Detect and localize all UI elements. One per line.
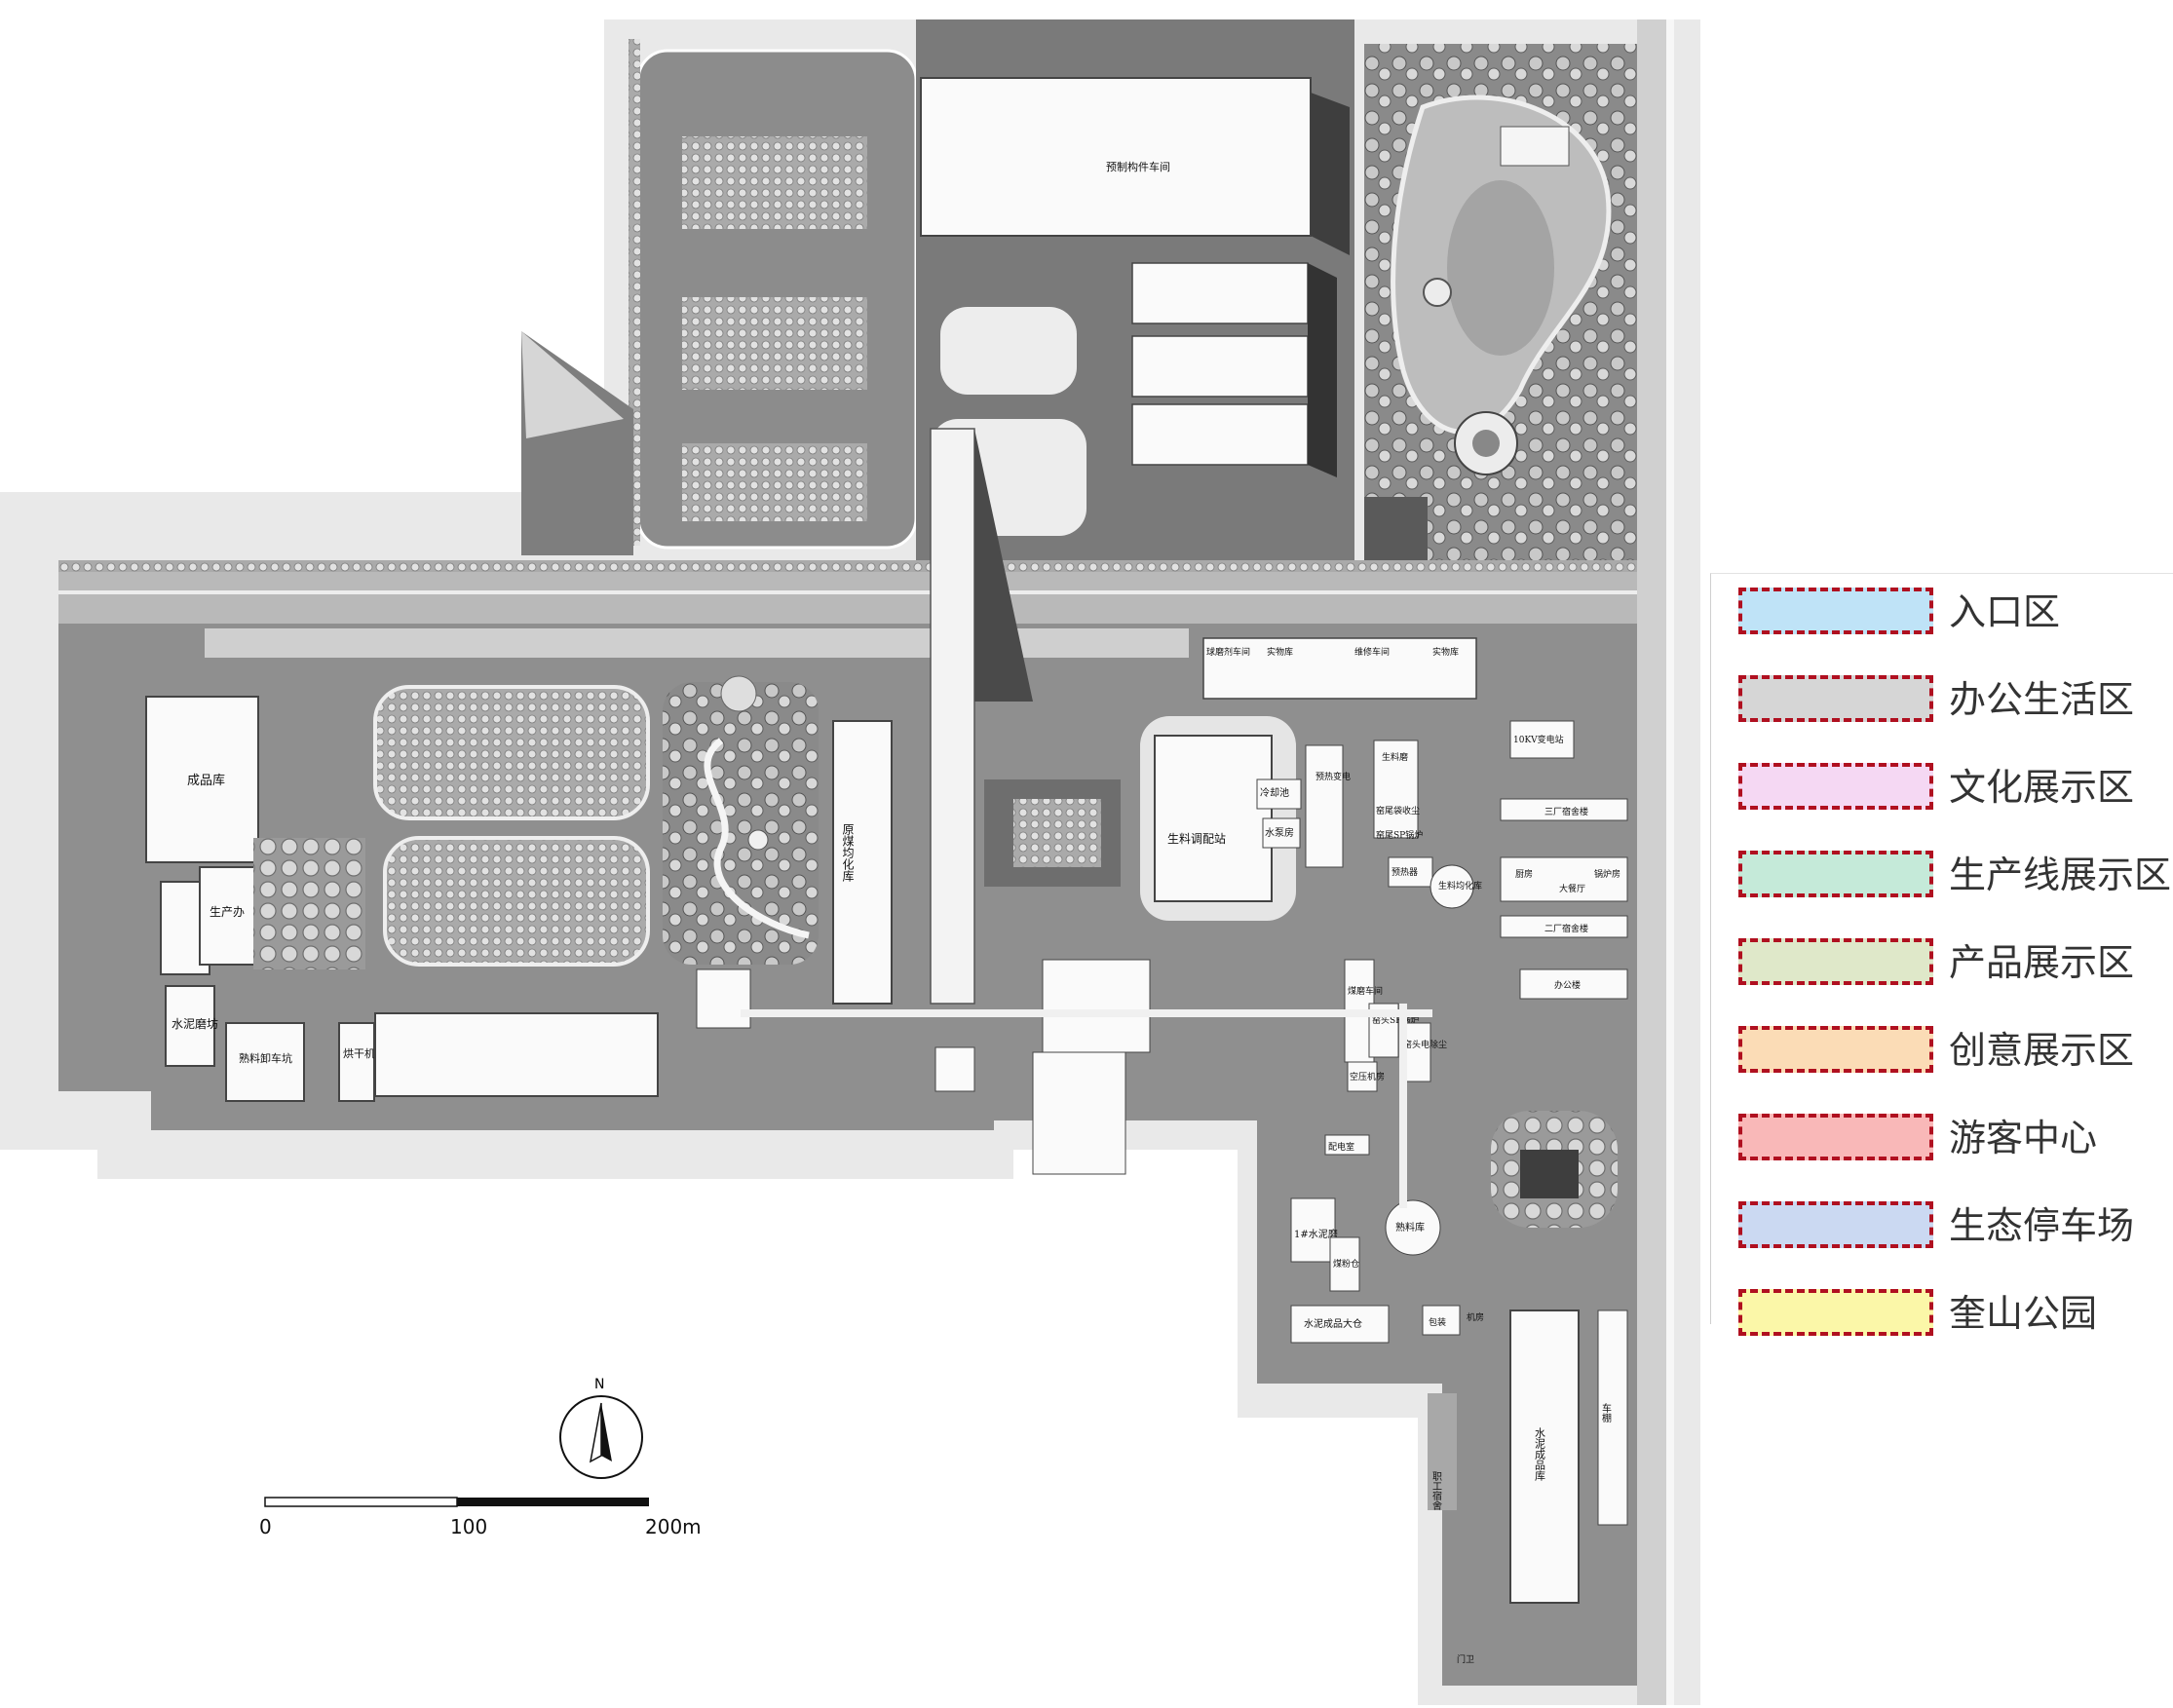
cement-mill-1-label: 1#水泥磨 [1294,1228,1338,1240]
workshop-strip: 球磨剂车间 实物库 维修车间 实物库 [1202,637,1477,700]
legend-swatch [1738,851,1933,897]
legend-swatch [1738,763,1933,810]
legend-swatch [1738,1026,1933,1073]
main-road [58,19,1674,1705]
raw-mix-station-label: 生料调配站 [1167,832,1226,846]
coal-silo-label: 煤粉仓 [1333,1258,1359,1270]
scale-end: 200m [645,1515,702,1538]
dryer-label: 烘干机 [343,1046,375,1060]
legend-swatch [1738,938,1933,985]
power-distribution-label: 配电室 [1328,1141,1354,1153]
legend-label: 游客中心 [1949,1117,2098,1159]
legend-label: 生产线展示区 [1949,854,2172,896]
dorm-3-label: 三厂宿舍楼 [1544,806,1588,817]
kiln-tail-dust-label: 窑尾袋收尘 [1376,805,1420,816]
kiln-head-room-label: 窑头电除尘 [1403,1039,1447,1050]
canteen-label: 大餐厅 [1559,883,1585,894]
shed-label: 车棚 [1600,1402,1612,1423]
repair-workshop-label: 维修车间 [1354,646,1390,658]
north-arrow: N [559,1377,643,1479]
raw-coal-store-label: 原煤均化库 [841,823,855,883]
scale-bar: 0 100 200m [259,1497,702,1538]
production-office-label: 生产办 [210,904,245,919]
mill-workshop-label: 球磨剂车间 [1206,646,1250,658]
east-living-area: 10KV变电站 三厂宿舍楼 厨房 大餐厅 锅炉房 二厂宿舍楼 办公楼 [1491,720,1628,1228]
northwest-plot [521,331,633,555]
boiler-room-label: 锅炉房 [1594,868,1620,880]
clinker-unloading-label: 熟料卸车坑 [239,1051,292,1065]
guard-label: 门卫 [1457,1653,1474,1665]
raw-mill-label: 生料磨 [1382,751,1408,763]
kitchen-label: 厨房 [1515,868,1533,880]
legend-label: 创意展示区 [1949,1029,2135,1072]
staff-dorm-label: 职工宿舍 [1430,1471,1442,1511]
legend-label: 文化展示区 [1949,766,2135,809]
dorm-2-label: 二厂宿舍楼 [1544,923,1588,934]
cement-product-store-label: 水泥成品库 [1534,1427,1546,1482]
substation-label: 10KV变电站 [1513,734,1564,745]
office-building-label: 办公楼 [1554,979,1581,991]
physical-store-label: 实物库 [1267,646,1293,658]
packing-label: 包装 [1429,1316,1446,1328]
legend-swatch [1738,675,1933,722]
prefab-workshop-building: 预制构件车间 [916,19,1354,565]
finished-warehouse-label: 成品库 [187,773,225,788]
southeast-warehouse: 水泥成品库 车棚 职工宿舍 门卫 [1428,1309,1628,1665]
raw-homogenizing-label: 生料均化库 [1438,880,1482,892]
kiln-tail-sp-label: 窑尾SP锅炉 [1376,829,1423,841]
west-factory-area: 成品库 生产办 水泥磨坊 熟料卸车坑 烘干机 [145,685,659,1102]
coal-mill-label: 煤磨车间 [1348,985,1383,997]
machine-room-label: 机房 [1467,1311,1484,1323]
north-label: N [594,1377,604,1392]
cement-mill-house-label: 水泥磨坊 [172,1016,218,1031]
scale-zero: 0 [259,1515,272,1538]
legend-swatch [1738,588,1933,634]
prefab-workshop-label: 预制构件车间 [1106,160,1170,173]
central-blocks [696,959,1432,1208]
legend-label: 生态停车场 [1949,1204,2135,1247]
culture-garden [663,675,819,965]
cement-silo-label: 水泥成品大仓 [1304,1317,1362,1330]
raw-mix-station-building: 生料调配站 冷却池 水泵房 [984,716,1302,921]
legend-label: 入口区 [1949,590,2061,633]
kuishan-park [1364,44,1652,570]
pump-house-label: 水泵房 [1265,826,1294,839]
physical-store-2-label: 实物库 [1432,646,1459,658]
legend: 入口区 办公生活区 文化展示区 生产线展示区 产品展示区 创意展示区 游客中心 … [1710,573,2173,1336]
scale-mid: 100 [450,1515,487,1538]
legend-swatch [1738,1289,1933,1336]
air-compressor-label: 空压机房 [1350,1071,1385,1082]
preheater-label: 预热器 [1391,866,1418,878]
clinker-store-label: 熟料库 [1395,1221,1425,1234]
site-plan-map[interactable]: 预制构件车间 成品库 生产办 水泥磨 [0,0,1715,1708]
legend-swatch [1738,1114,1933,1160]
preheater-substation-label: 预热变电 [1315,771,1351,782]
cooling-pool-label: 冷却池 [1260,786,1289,799]
legend-label: 办公生活区 [1949,678,2135,721]
legend-label: 产品展示区 [1949,941,2135,984]
raw-coal-store-building: 原煤均化库 [832,428,1033,1005]
north-parking-lot [629,39,918,550]
legend-label: 奎山公园 [1949,1292,2098,1335]
legend-swatch [1738,1201,1933,1248]
